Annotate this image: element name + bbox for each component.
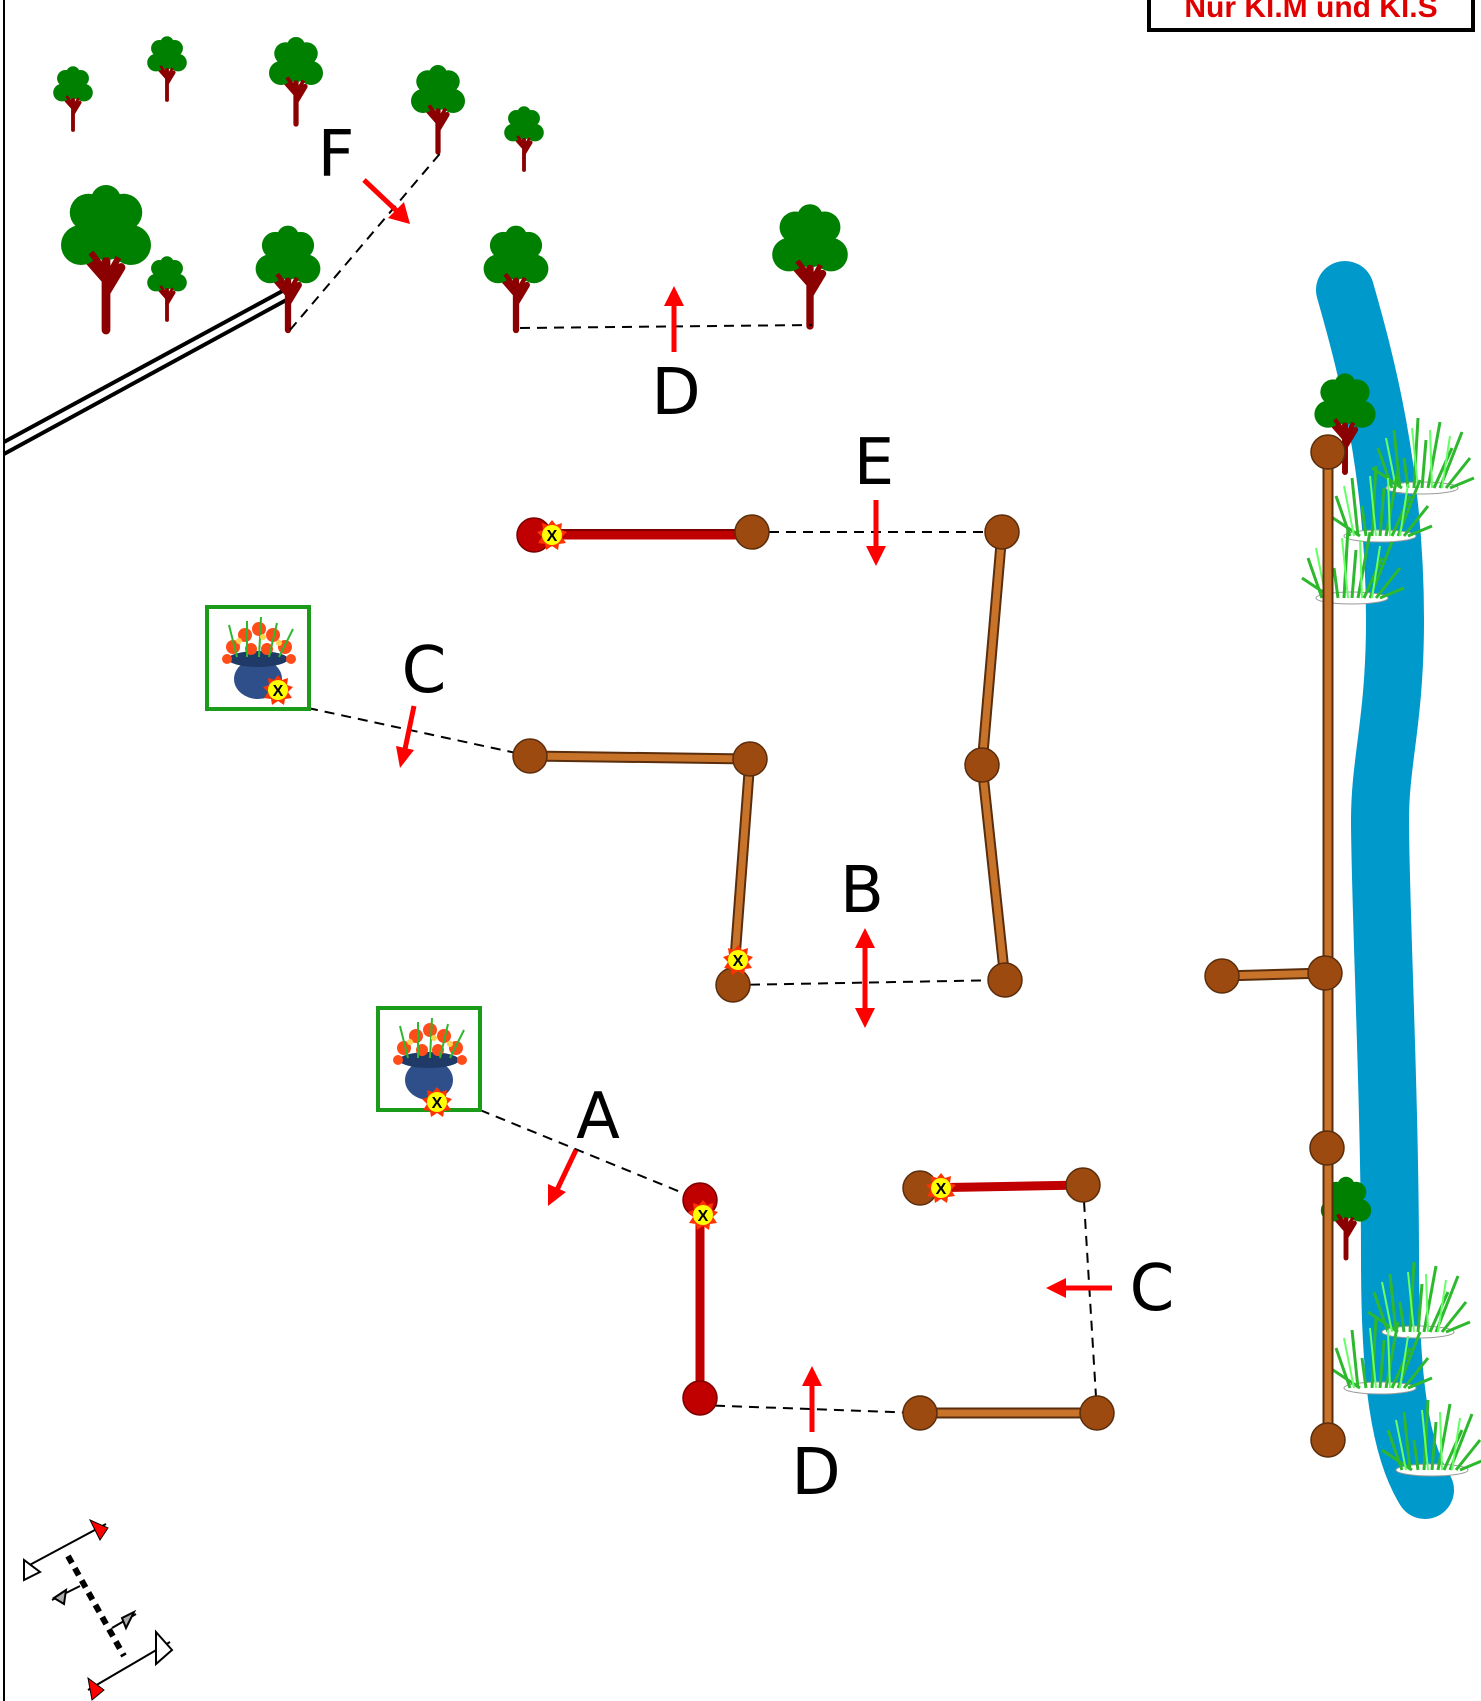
tree-6 [61,185,151,330]
posts-red [516,517,718,1416]
posts-brown [512,434,1346,1458]
dash-C-left [307,707,531,757]
direction-arrows [362,178,1112,1432]
dashed-lines [289,149,1098,1414]
arrow-C-right [1046,1278,1112,1298]
label-C-left: C [402,634,447,708]
arrow-A [548,1148,579,1206]
start-gate-symbol [23,1518,174,1701]
x-marker-5: X [698,1208,709,1225]
x-markers: X X X X X X [263,520,956,1230]
label-D-bottom: D [791,1436,840,1510]
dash-F [289,149,444,331]
class-note-box: Nur Kl.M und Kl.S [1147,0,1475,32]
tree-1 [51,64,95,132]
tree-9 [484,226,549,330]
arrow-F [362,178,410,224]
dash-B [732,979,1006,986]
tree-5 [502,104,546,172]
label-E: E [854,426,894,500]
flower-box-1 [205,605,311,711]
tree-3 [269,37,323,124]
water-stream [1316,261,1454,1519]
dash-D-top [519,324,813,329]
fence-line [3,286,291,456]
tree-4 [411,65,465,152]
label-A: A [576,1080,620,1154]
x-marker-2: X [273,683,284,700]
arrow-B [855,928,875,1028]
tree-8 [256,226,321,330]
tree-7 [145,254,189,322]
arrow-E [866,500,886,566]
dash-D-bottom [697,1404,921,1414]
class-note-text: Nur Kl.M und Kl.S [1184,0,1438,24]
arrow-D-top [664,286,684,352]
label-C-right: C [1130,1252,1175,1326]
tree-10 [772,204,848,326]
dash-C-right [1082,1184,1098,1414]
arrow-C-left [396,705,417,768]
x-marker-4: X [432,1095,443,1112]
arrow-D-bottom [802,1366,822,1432]
x-marker-3: X [733,953,744,970]
x-marker-1: X [547,528,558,545]
tree-2 [145,34,189,102]
label-F: F [318,118,355,192]
label-B: B [840,854,884,928]
rails-orange-fill [526,448,1332,1444]
dash-A [479,1109,701,1201]
label-D-top: D [651,356,700,430]
rails-orange [524,446,1334,1446]
x-marker-6: X [936,1181,947,1198]
